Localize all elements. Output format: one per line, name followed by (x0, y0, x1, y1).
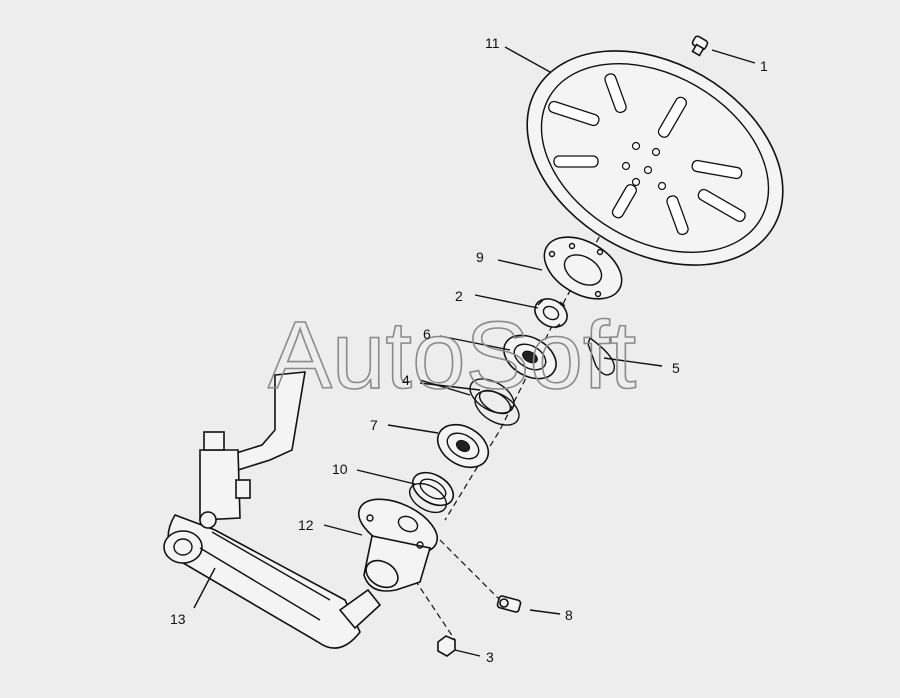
nut-axis-line (414, 579, 456, 641)
mounting-post (199, 371, 306, 529)
callout-12: 12 (298, 517, 314, 533)
bolt (691, 35, 709, 57)
retaining-rings (469, 378, 520, 426)
seal-rings (408, 471, 455, 514)
callout-11: 11 (485, 35, 500, 51)
watermark: AutoSoft (268, 302, 636, 409)
castle-nut (534, 298, 568, 329)
callout-6: 6 (423, 326, 431, 342)
callout-2: 2 (455, 288, 463, 304)
grease-fitting-axis-line (439, 539, 501, 601)
disc-slots (548, 73, 746, 236)
disc-bolt-holes (621, 141, 667, 191)
hex-nut (437, 635, 456, 657)
callout-5: 5 (672, 360, 680, 376)
callout-13: 13 (170, 611, 186, 627)
cotter-pin (587, 336, 615, 376)
inner-bearing (436, 423, 490, 469)
callout-1: 1 (760, 58, 768, 74)
callout-10: 10 (332, 461, 348, 477)
callout-4: 4 (402, 372, 410, 388)
callout-3: 3 (486, 649, 494, 665)
flange-gasket (543, 236, 623, 300)
support-arm (163, 514, 382, 649)
callout-9: 9 (476, 249, 484, 265)
leader-lines (193, 46, 756, 657)
outer-bearing (503, 334, 557, 380)
grease-fitting (496, 595, 522, 613)
callout-8: 8 (565, 607, 573, 623)
callout-7: 7 (370, 417, 378, 433)
disc-plate (526, 50, 784, 266)
hub-housing (358, 498, 438, 592)
